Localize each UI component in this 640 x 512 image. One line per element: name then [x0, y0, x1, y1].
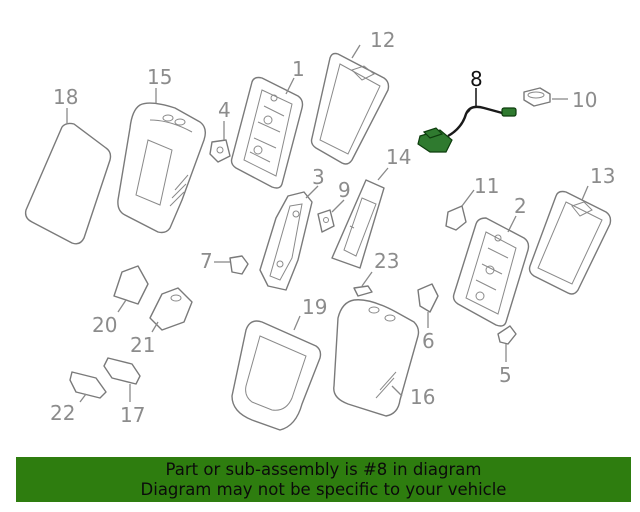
part-19-seat-cushion[interactable]	[231, 315, 322, 431]
part-8-wiring-harness[interactable]	[417, 88, 517, 153]
parts-diagram: 18 15 4 1 12 8 10 14 3 9 11 13 2 7 23 6 …	[24, 28, 615, 431]
part-15-backrest-cushion[interactable]	[117, 88, 207, 234]
part-2-backrest-frame[interactable]	[452, 215, 530, 327]
part-18-back-panel[interactable]	[24, 108, 112, 245]
part-3-side-frame[interactable]	[259, 185, 319, 291]
part-23-clip[interactable]	[353, 271, 373, 297]
part-9-clip[interactable]	[317, 199, 345, 233]
banner-line-1: Part or sub-assembly is #8 in diagram	[165, 460, 482, 479]
part-12-cover-board[interactable]	[310, 44, 390, 165]
part-16-cushion[interactable]	[333, 299, 420, 417]
callout-14: 14	[386, 145, 411, 169]
callout-13: 13	[590, 164, 615, 188]
callout-6: 6	[422, 329, 435, 353]
part-14-panel[interactable]	[331, 167, 389, 269]
info-banner: Part or sub-assembly is #8 in diagram Di…	[16, 457, 631, 502]
part-20-cover[interactable]	[113, 265, 149, 313]
part-21-cover[interactable]	[149, 287, 193, 333]
part-7-bracket[interactable]	[214, 255, 249, 275]
part-5-bracket[interactable]	[497, 325, 517, 362]
callout-1: 1	[292, 57, 305, 81]
callout-17: 17	[120, 403, 145, 427]
callout-5: 5	[499, 363, 512, 387]
callout-22: 22	[50, 401, 75, 425]
part-17-pad[interactable]	[103, 357, 141, 402]
callout-18: 18	[53, 85, 78, 109]
callout-3: 3	[312, 165, 325, 189]
callout-20: 20	[92, 313, 117, 337]
part-11-bracket[interactable]	[445, 189, 475, 231]
callout-2: 2	[514, 194, 527, 218]
banner-line-2: Diagram may not be specific to your vehi…	[140, 480, 507, 499]
callout-15: 15	[147, 65, 172, 89]
part-13-cover-board[interactable]	[528, 185, 612, 295]
part-22-pad[interactable]	[69, 371, 107, 403]
part-1-backrest-frame[interactable]	[230, 76, 304, 189]
part-6-hinge-bracket[interactable]	[417, 283, 439, 328]
callout-11: 11	[474, 174, 499, 198]
callout-10: 10	[572, 88, 597, 112]
callout-7: 7	[200, 249, 213, 273]
callout-19: 19	[302, 295, 327, 319]
callout-4: 4	[218, 98, 231, 122]
callout-21: 21	[130, 333, 155, 357]
part-10-connector[interactable]	[523, 87, 568, 107]
callout-8: 8	[470, 67, 483, 91]
callout-9: 9	[338, 178, 351, 202]
callout-16: 16	[410, 385, 435, 409]
part-4-bracket[interactable]	[209, 121, 231, 163]
callout-23: 23	[374, 249, 399, 273]
callout-12: 12	[370, 28, 395, 52]
